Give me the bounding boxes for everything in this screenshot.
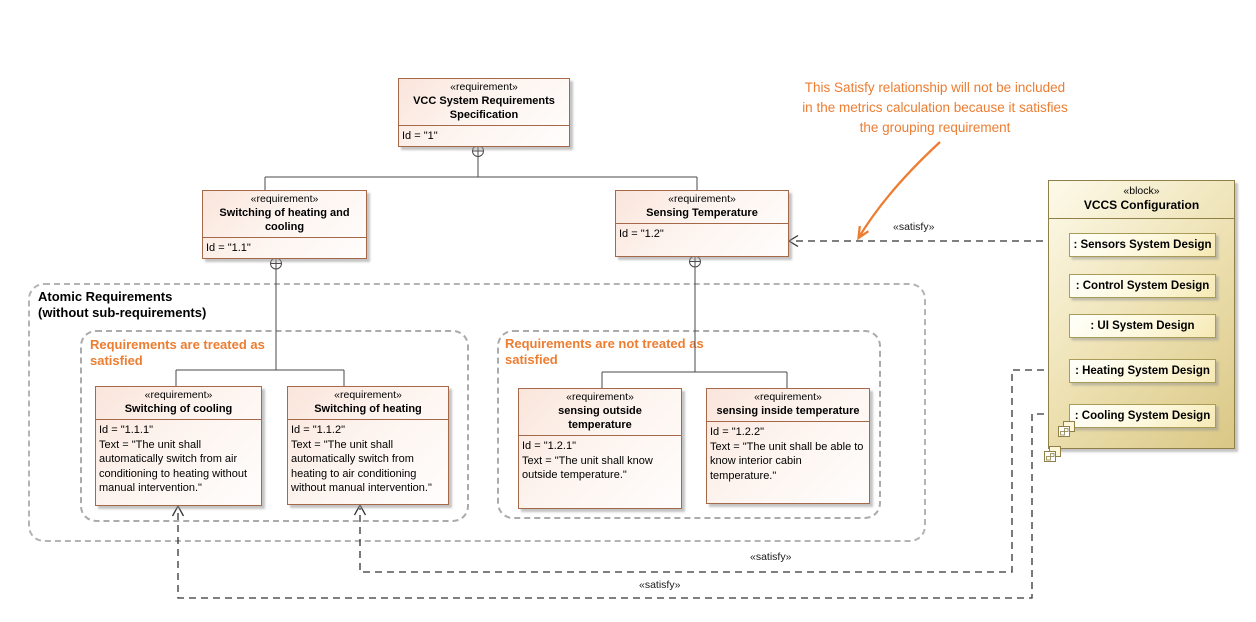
stereotype-label: «requirement»: [334, 389, 402, 401]
satisfy-label-heating: «satisfy»: [750, 551, 792, 563]
block-name: VCCS Configuration: [1083, 198, 1200, 212]
containment-tree-root[interactable]: [264, 145, 698, 192]
requirement-name: Switching of heating: [314, 403, 422, 415]
stereotype-label: «requirement»: [144, 389, 213, 401]
requirement-id: Id = "1.2": [619, 228, 664, 240]
stereotype-label: «requirement»: [450, 81, 518, 93]
block-vccs-configuration[interactable]: «block» VCCS Configuration : Sensors Sys…: [1048, 180, 1235, 449]
atomic-requirements-label-line1: Atomic Requirements: [38, 289, 173, 304]
annotation-line2: in the metrics calculation because it sa…: [802, 100, 1068, 115]
requirement-id: Id = "1.2.1": [522, 440, 576, 452]
atomic-requirements-label: Atomic Requirements (without sub-require…: [38, 289, 206, 321]
stereotype-label: «requirement»: [668, 193, 736, 205]
part-cooling-system-design[interactable]: : Cooling System Design: [1069, 404, 1216, 428]
annotation-line3: the grouping requirement: [859, 120, 1011, 135]
requirement-name: VCC System Requirements Specification: [413, 95, 555, 121]
requirement-switching-of-heating[interactable]: «requirement» Switching of heating Id = …: [287, 386, 449, 505]
requirement-name: Sensing Temperature: [646, 207, 758, 219]
stereotype-label: «requirement»: [754, 391, 822, 403]
satisfy-label-sensors: «satisfy»: [893, 221, 935, 233]
requirement-text: Text = "The unit shall automatically swi…: [99, 438, 247, 495]
requirement-id: Id = "1.1.2": [291, 424, 345, 436]
annotation-line1: This Satisfy relationship will not be in…: [804, 80, 1066, 95]
part-sensors-system-design[interactable]: : Sensors System Design: [1069, 233, 1216, 257]
requirement-id: Id = "1": [402, 130, 438, 142]
annotation-note[interactable]: This Satisfy relationship will not be in…: [762, 78, 1108, 138]
inner-diagram-icon[interactable]: [1058, 421, 1076, 438]
requirement-id: Id = "1.1": [206, 242, 251, 254]
not-treated-as-satisfied-label: Requirements are not treated as satisfie…: [505, 336, 704, 367]
requirement-sensing-temperature[interactable]: «requirement» Sensing Temperature Id = "…: [615, 190, 789, 257]
satisfy-label-cooling: «satisfy»: [639, 579, 681, 591]
requirement-name: Switching of cooling: [124, 403, 233, 415]
requirement-text: Text = "The unit shall be able to know i…: [710, 440, 864, 482]
stereotype-label: «requirement»: [566, 391, 634, 403]
inner-diagram-icon[interactable]: [1044, 446, 1062, 463]
requirement-sensing-outside-temperature[interactable]: «requirement» sensing outside temperatur…: [518, 388, 682, 509]
requirement-name: sensing inside temperature: [716, 405, 860, 417]
requirement-name: Switching of heating and cooling: [219, 207, 350, 233]
requirement-vcc-system-requirements-specification[interactable]: «requirement» VCC System Requirements Sp…: [398, 78, 570, 147]
stereotype-label: «block»: [1123, 185, 1160, 197]
requirement-id: Id = "1.1.1": [99, 424, 153, 436]
satisfy-edge-sensors[interactable]: [787, 234, 1067, 248]
requirement-switching-of-heating-and-cooling[interactable]: «requirement» Switching of heating and c…: [202, 190, 367, 259]
requirement-text: Text = "The unit shall know outside temp…: [522, 454, 653, 482]
requirement-name: sensing outside temperature: [558, 405, 642, 431]
requirement-sensing-inside-temperature[interactable]: «requirement» sensing inside temperature…: [706, 388, 870, 504]
stereotype-label: «requirement»: [250, 193, 319, 205]
requirement-id: Id = "1.2.2": [710, 426, 764, 438]
part-heating-system-design[interactable]: : Heating System Design: [1069, 359, 1216, 383]
requirement-text: Text = "The unit shall automatically swi…: [291, 438, 432, 495]
treated-as-satisfied-label: Requirements are treated as satisfied: [90, 337, 265, 368]
atomic-requirements-label-line2: (without sub-requirements): [38, 305, 207, 320]
requirement-switching-of-cooling[interactable]: «requirement» Switching of cooling Id = …: [95, 386, 262, 506]
part-control-system-design[interactable]: : Control System Design: [1069, 274, 1216, 298]
part-ui-system-design[interactable]: : UI System Design: [1069, 314, 1216, 338]
